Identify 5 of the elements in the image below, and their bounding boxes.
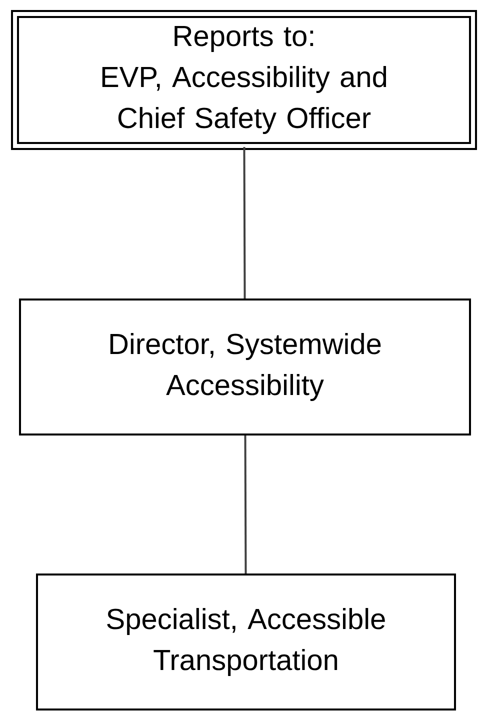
connector-line <box>244 436 247 574</box>
connector-line <box>243 147 246 299</box>
org-box: Specialist, Accessible Transportation <box>36 574 456 710</box>
org-box: Director, Systemwide Accessibility <box>19 298 471 436</box>
org-box: Reports to: EVP, Accessibility and Chief Safety Officer <box>11 10 477 150</box>
